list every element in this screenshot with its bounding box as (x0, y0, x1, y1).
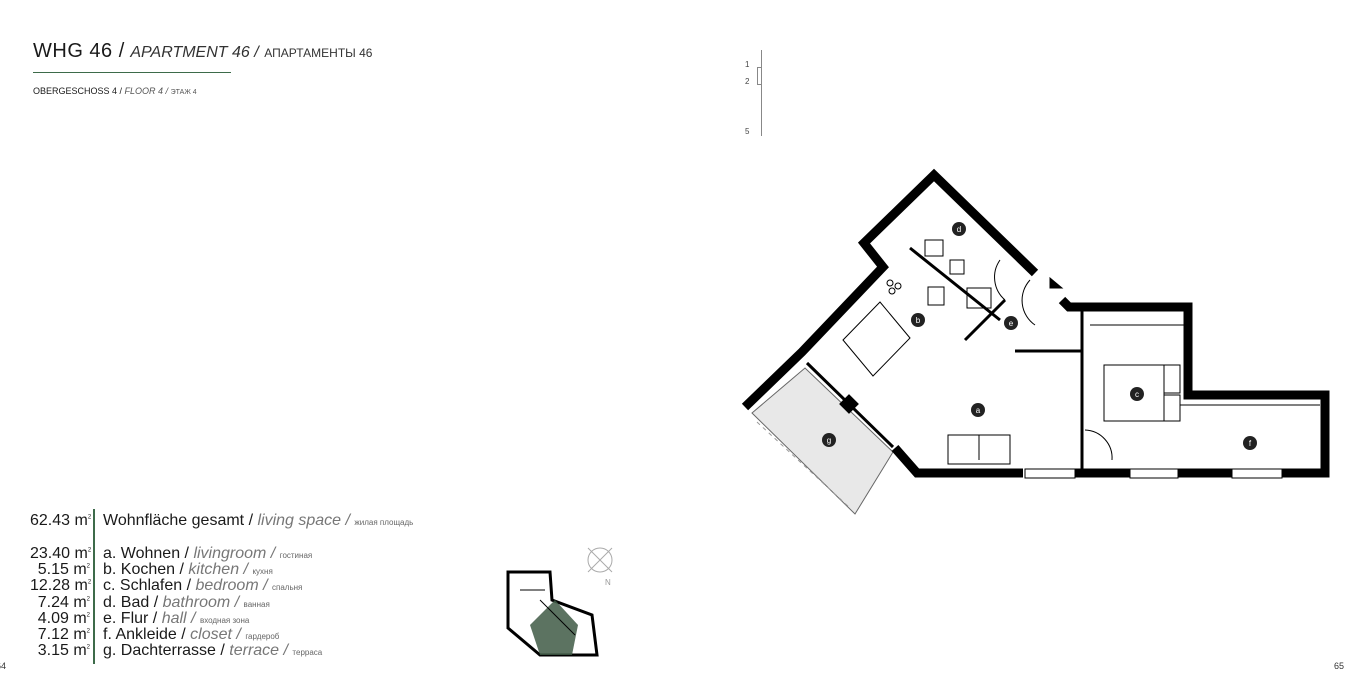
total-area: 62.43 m2 (30, 512, 92, 529)
windows (805, 361, 1283, 479)
apartment-title: WHG 46 / APARTMENT 46 / АПАРТАМЕНТЫ 46 (33, 40, 372, 63)
title-en: APARTMENT 46 / (130, 44, 259, 61)
interior-walls (909, 246, 1320, 470)
page-number-left: 64 (0, 661, 7, 671)
room-area: 5.15 m2 (37, 561, 90, 579)
floor-indicator-2: 2 (745, 77, 750, 86)
floor-indicator-5: 5 (745, 127, 750, 136)
walls (741, 168, 1330, 478)
title-divider (33, 72, 231, 73)
compass-icon: N (587, 547, 613, 587)
key-plan (506, 570, 599, 657)
svg-text:a: a (976, 406, 981, 415)
room-label: e. Flur / hall / входная зона (103, 609, 250, 627)
svg-text:c: c (1135, 390, 1139, 399)
room-label: c. Schlafen / bedroom / спальня (103, 577, 303, 595)
room-label: d. Bad / bathroom / ванная (103, 593, 270, 611)
page-number-right: 65 (1334, 661, 1345, 671)
room-markers: d b e a c f g (822, 222, 1257, 450)
room-marker-c: c (1130, 387, 1144, 401)
furniture (842, 239, 1181, 465)
room-label: f. Ankleide / closet / гардероб (103, 626, 280, 643)
svg-text:N: N (605, 578, 611, 587)
room-area: 12.28 m2 (30, 577, 92, 595)
room-label: b. Kochen / kitchen / кухня (103, 561, 273, 579)
room-marker-a: a (971, 403, 985, 417)
room-area: 23.40 m2 (30, 545, 92, 562)
room-marker-e: e (1004, 316, 1018, 330)
room-area: 4.09 m2 (37, 609, 90, 627)
svg-text:e: e (1009, 319, 1014, 328)
room-marker-f: f (1243, 436, 1257, 450)
floor-indicator-1: 1 (745, 60, 750, 69)
room-area: 7.12 m2 (37, 626, 90, 643)
title-ru: АПАРТАМЕНТЫ 46 (264, 46, 373, 60)
room-marker-g: g (822, 433, 836, 447)
room-area: 7.24 m2 (37, 593, 90, 611)
floor-label: OBERGESCHOSS 4 / FLOOR 4 / ЭТАЖ 4 (33, 86, 197, 96)
room-area: 3.15 m2 (37, 642, 90, 660)
total-label: Wohnfläche gesamt / living space / жилая… (103, 512, 414, 529)
table-divider (93, 509, 95, 664)
svg-text:d: d (957, 225, 961, 234)
room-marker-b: b (911, 313, 925, 327)
floor-en: FLOOR 4 / (124, 86, 169, 96)
floor-de: OBERGESCHOSS 4 / (33, 86, 123, 96)
room-label: a. Wohnen / livingroom / гостиная (103, 545, 313, 562)
svg-text:g: g (827, 436, 831, 445)
room-marker-d: d (952, 222, 966, 236)
floor-ru: ЭТАЖ 4 (170, 89, 197, 96)
room-label: g. Dachterrasse / terrace / терраса (103, 642, 323, 660)
title-de: WHG 46 / (33, 40, 125, 62)
svg-text:f: f (1249, 439, 1252, 448)
svg-text:b: b (916, 316, 921, 325)
